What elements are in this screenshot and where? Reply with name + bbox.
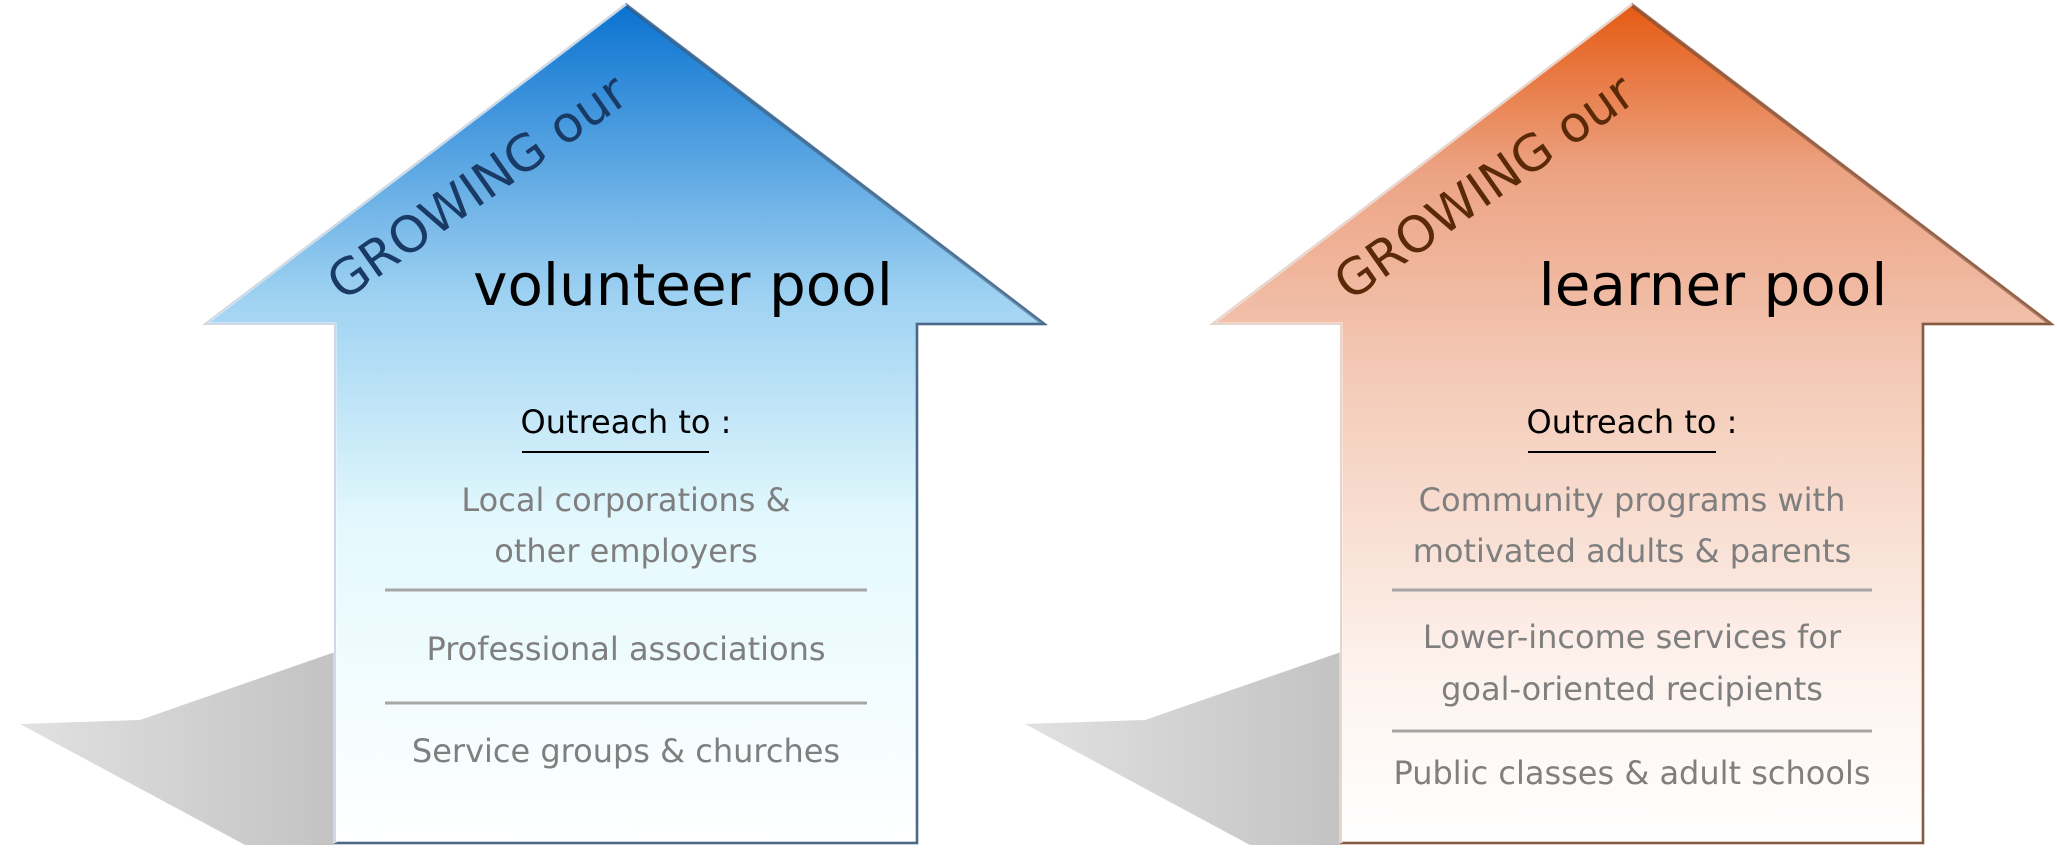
outreach-item-line: Community programs with [1419,481,1846,519]
arrow-bevel-shadow [335,4,1048,845]
arrow-bevel-shadow [1341,4,2055,845]
outreach-item-line: other employers [494,532,758,570]
arrow-bevel-highlight [200,2,627,843]
pool-title: volunteer pool [473,251,893,319]
arrow-shadow [20,652,335,845]
outreach-item-line: motivated adults & parents [1413,532,1852,570]
arrow-learner: GROWING our learner pool Outreach to : C… [1025,2,2055,845]
outreach-heading: Outreach to : [1527,403,1738,441]
arrow-shadow [1025,652,1341,845]
arrow-bevel-highlight [1207,2,1633,843]
outreach-item-line: Service groups & churches [412,732,840,770]
outreach-item-line: goal-oriented recipients [1441,670,1823,708]
pool-title: learner pool [1539,251,1888,319]
outreach-item-line: Lower-income services for [1423,618,1842,656]
outreach-item-line: Public classes & adult schools [1393,754,1870,792]
arrow-volunteer: GROWING our volunteer pool Outreach to :… [20,2,1048,845]
outreach-item-line: Local corporations & [461,481,790,519]
outreach-heading: Outreach to : [521,403,732,441]
outreach-item-line: Professional associations [426,630,825,668]
